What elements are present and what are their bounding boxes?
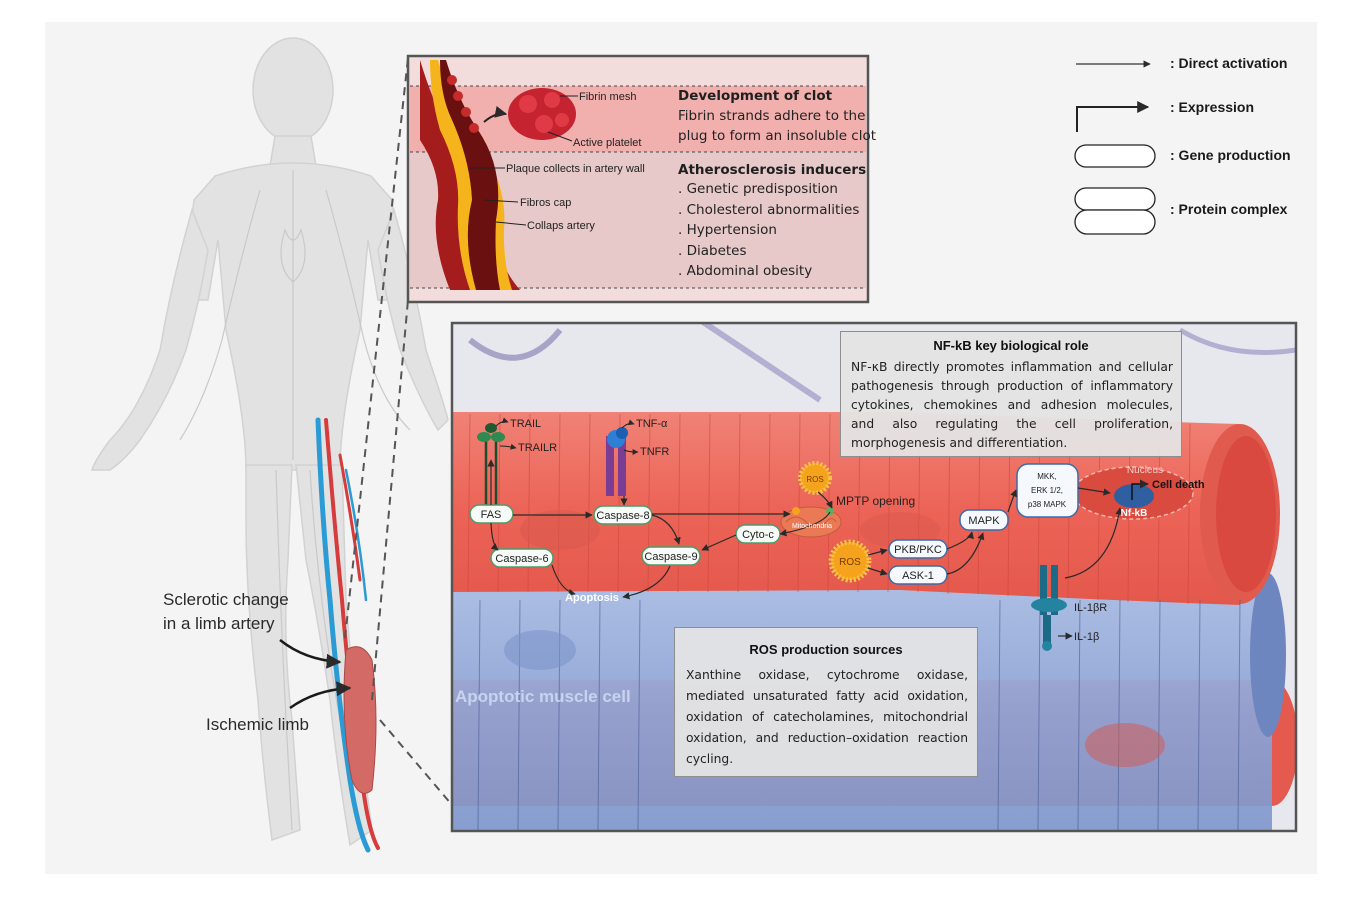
tnfr-label: TNFR	[640, 446, 669, 458]
tnfa-label: TNF-α	[636, 418, 668, 430]
ros-sources-title: ROS production sources	[675, 642, 977, 657]
clot-description: Fibrin strands adhere to the plug to for…	[678, 106, 878, 146]
protein-complex-shape-bottom	[1075, 210, 1155, 234]
mkk-label-3: p38 MAPK	[1028, 500, 1067, 509]
trailr-label: TRAILR	[518, 442, 557, 454]
inducer-item: . Abdominal obesity	[678, 263, 812, 279]
atherosclerosis-title: Atherosclerosis inducers	[678, 162, 866, 178]
cell-death-label: Cell death	[1152, 479, 1205, 491]
il1br-label: IL-1βR	[1074, 602, 1107, 614]
legend-protein-complex: : Protein complex	[1170, 201, 1287, 217]
ask1-label: ASK-1	[902, 570, 934, 582]
nfkb-role-text: NF-κB directly promotes inflammation and…	[851, 358, 1173, 453]
active-platelet-label: Active platelet	[573, 137, 641, 149]
apoptosis-label: Apoptosis	[565, 592, 619, 604]
legend-gene-production: : Gene production	[1170, 147, 1291, 163]
inducer-item: . Cholesterol abnormalities	[678, 202, 859, 218]
nfkb-role-callout: NF-kB key biological role NF-κB directly…	[840, 331, 1182, 457]
legend-expression: : Expression	[1170, 99, 1254, 115]
fibrin-mesh-label: Fibrin mesh	[579, 91, 636, 103]
legend-graphics	[1075, 64, 1155, 234]
mitochondria-label: Mitochondria	[792, 523, 832, 530]
inducer-item: . Hypertension	[678, 222, 777, 238]
plaque-label: Plaque collects in artery wall	[506, 163, 645, 175]
cytoc-label: Cyto-c	[742, 529, 774, 541]
protein-complex-shape-top	[1075, 188, 1155, 210]
il1b-label: IL-1β	[1074, 631, 1099, 643]
mkk-label-2: ERK 1/2,	[1031, 486, 1063, 495]
sclerotic-change-label: Sclerotic change in a limb artery	[163, 588, 289, 636]
pkb-label: PKB/PKC	[894, 544, 942, 556]
inducer-item: . Diabetes	[678, 243, 747, 259]
sclerotic-line-2: in a limb artery	[163, 612, 289, 636]
collaps-artery-label: Collaps artery	[527, 220, 595, 232]
inducer-item: . Genetic predisposition	[678, 181, 838, 197]
caspase9-label: Caspase-9	[644, 551, 697, 563]
ros-sources-callout: ROS production sources Xanthine oxidase,…	[674, 627, 978, 777]
apoptotic-cell-label: Apoptotic muscle cell	[455, 687, 631, 706]
mapk-label: MAPK	[968, 515, 1000, 527]
ros-bottom-label: ROS	[839, 557, 861, 568]
ros-sources-text: Xanthine oxidase, cytochrome oxidase, me…	[686, 665, 968, 770]
nucleus-label: Nucleus	[1127, 465, 1163, 476]
nfkb-label: Nf-kB	[1121, 508, 1148, 519]
gene-production-shape	[1075, 145, 1155, 167]
legend-direct-activation: : Direct activation	[1170, 55, 1287, 71]
sclerotic-line-1: Sclerotic change	[163, 588, 289, 612]
mptp-label: MPTP opening	[836, 494, 915, 508]
trail-label: TRAIL	[510, 418, 541, 430]
mkk-label-1: MKK,	[1037, 472, 1057, 481]
ros-top-label: ROS	[806, 475, 823, 484]
nfkb-role-title: NF-kB key biological role	[841, 338, 1181, 353]
caspase8-label: Caspase-8	[596, 510, 649, 522]
fibros-cap-label: Fibros cap	[520, 197, 571, 209]
fas-label: FAS	[481, 509, 502, 521]
expression-arrow	[1077, 107, 1148, 132]
clot-title: Development of clot	[678, 88, 832, 104]
ischemic-limb-label: Ischemic limb	[206, 713, 309, 737]
caspase6-label: Caspase-6	[495, 553, 548, 565]
